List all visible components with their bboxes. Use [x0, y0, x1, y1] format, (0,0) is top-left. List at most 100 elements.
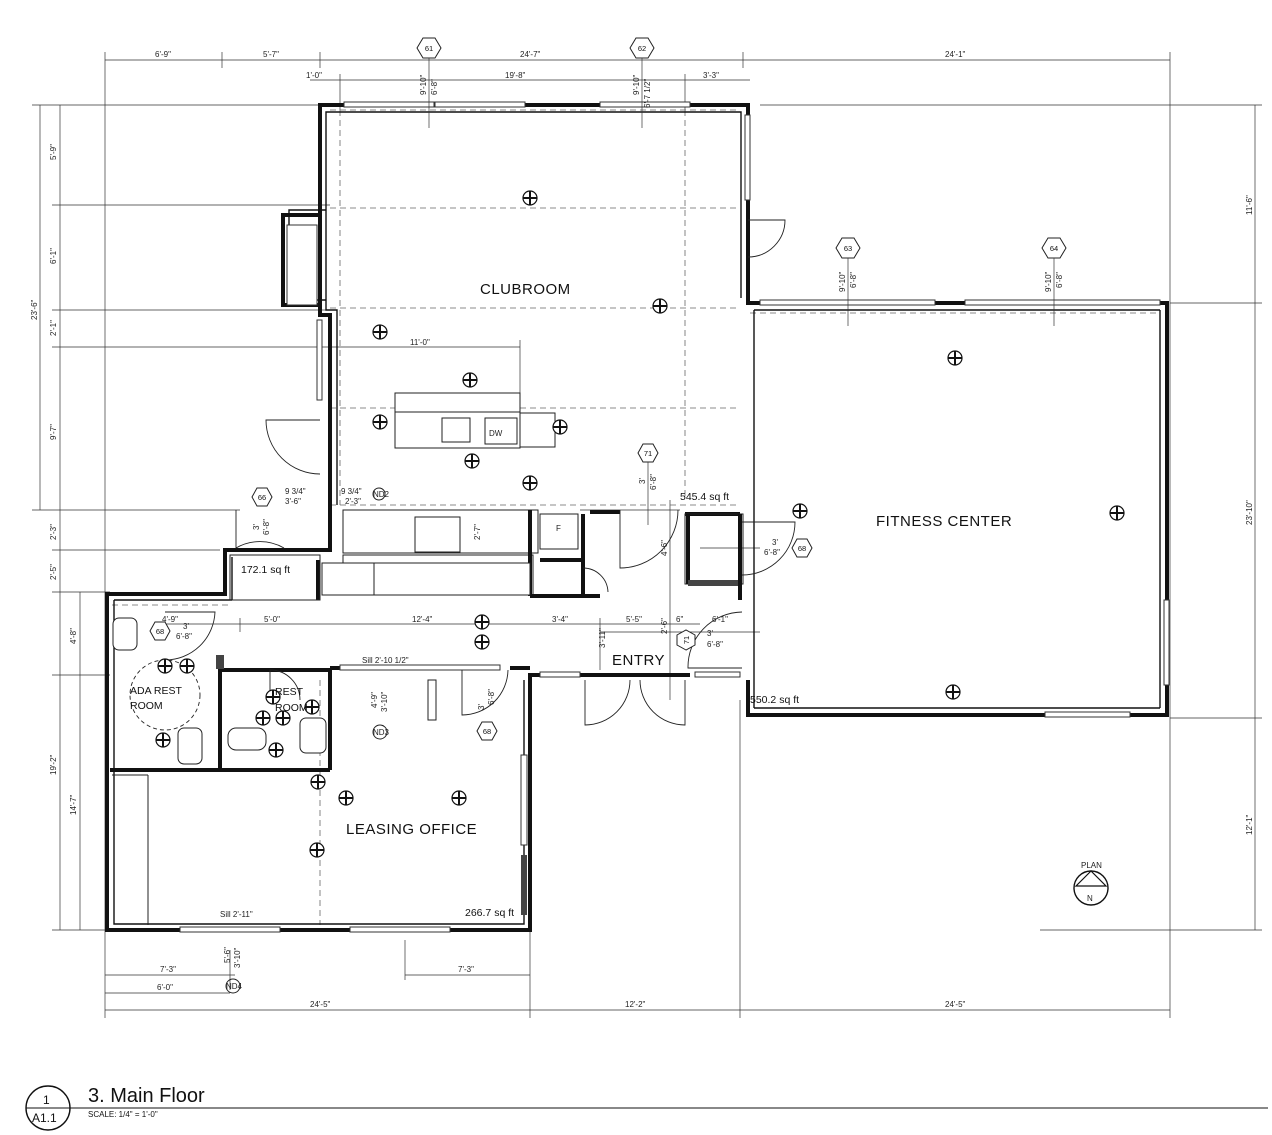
light-icon	[372, 414, 388, 430]
dim-int-7: 4'-9"	[162, 615, 178, 624]
light-icon	[947, 350, 963, 366]
fitness-center-area: 550.2 sq ft	[750, 694, 799, 706]
dim-int-6: 6"	[676, 615, 683, 624]
light-icon	[268, 742, 284, 758]
door-71b-width: 3'	[707, 629, 713, 638]
light-icon	[265, 689, 281, 705]
north-arrow: PLAN N	[1073, 861, 1109, 906]
dimension-lines	[32, 52, 1262, 1018]
light-icon	[552, 419, 568, 435]
light-fixtures	[155, 190, 1125, 858]
clubroom-label: CLUBROOM	[480, 281, 571, 298]
bottom-sill-height: 3'-10"	[233, 947, 242, 968]
light-icon	[310, 774, 326, 790]
dim-int-11: 6'-1"	[712, 615, 728, 624]
leasing-head-height: 4'-9"	[370, 692, 379, 708]
dim-left-10: 14'-7"	[69, 794, 78, 815]
door-66-width: 3'	[252, 524, 261, 530]
dim-top-4: 24'-1"	[945, 50, 966, 59]
nd2-marker	[372, 487, 386, 501]
leasing-sill-height: 3'-10"	[380, 691, 389, 712]
leasing-office-label: LEASING OFFICE	[346, 821, 477, 838]
sill-note-a: 9 3/4"	[285, 487, 306, 496]
svg-text:63: 63	[844, 244, 852, 253]
door-71-width: 3'	[638, 478, 647, 484]
dim-right-2: 23'-10"	[1245, 500, 1254, 525]
ada-restroom-label-line1: ADA REST	[130, 685, 183, 697]
dim-left-1: 5'-9"	[49, 144, 58, 160]
door-tags: 66 3' 6'-8" 71 3' 6'-8" 68 3' 6'-8" 68 3…	[149, 443, 813, 741]
dim-left-7: 2'-5"	[49, 564, 58, 580]
dim-int-1: 11'-0"	[410, 338, 430, 347]
ada-lavatory	[112, 617, 138, 651]
dim-left-8: 4'-8"	[69, 628, 78, 644]
window-61-head: 9'-10"	[419, 74, 428, 95]
annotations: 9 3/4" 9 3/4" 3'-6" 2'-3" ND2 Sill 2'-10…	[220, 487, 409, 994]
door-tag-66: 66	[251, 487, 273, 507]
dim-int-10: 2'-7"	[473, 524, 482, 540]
svg-text:68: 68	[156, 627, 164, 636]
nd4-label: ND4	[226, 982, 243, 991]
corridor-area: 172.1 sq ft	[241, 564, 290, 576]
window-64-sill: 6'-8"	[1055, 272, 1064, 288]
svg-text:71: 71	[644, 449, 652, 458]
svg-text:71: 71	[682, 636, 691, 644]
svg-text:62: 62	[638, 44, 646, 53]
dim-bottom-3: 24'-5"	[945, 1000, 966, 1009]
dim-int-4: 3'-4"	[552, 615, 568, 624]
ada-restroom-label-line2: ROOM	[130, 700, 163, 712]
light-icon	[155, 732, 171, 748]
light-icon	[179, 658, 195, 674]
dim-int-2: 5'-0"	[264, 615, 280, 624]
door-68c-height: 6'-8"	[487, 689, 496, 705]
clubroom-area: 545.4 sq ft	[680, 491, 729, 503]
nd3-marker	[372, 724, 388, 740]
dim-bottom-inner-1: 7'-3"	[160, 965, 176, 974]
svg-text:68: 68	[798, 544, 806, 553]
dim-left-6: 2'-3"	[49, 524, 58, 540]
svg-text:66: 66	[258, 493, 266, 502]
rest-lavatory	[299, 717, 327, 754]
light-icon	[945, 684, 961, 700]
door-68a-width: 3'	[772, 538, 778, 547]
window-tag-61: 61	[416, 37, 442, 59]
dim-bottom-inner-2: 6'-0"	[157, 983, 173, 992]
door-tag-71: 71	[637, 443, 659, 463]
dim-bottom-1: 24'-5"	[310, 1000, 331, 1009]
fitness-center-label: FITNESS CENTER	[876, 513, 1012, 530]
bottom-head-height: 5'-6"	[223, 947, 232, 963]
svg-text:61: 61	[425, 44, 433, 53]
window-62-sill: 6'-7 1/2"	[643, 79, 652, 108]
dim-right-1: 11'-6"	[1245, 195, 1254, 215]
light-icon	[474, 614, 490, 630]
svg-text:64: 64	[1050, 244, 1058, 253]
door-tag-68-leasing: 68	[476, 721, 498, 741]
door-68a-height: 6'-8"	[764, 548, 780, 557]
leasing-column	[427, 679, 437, 721]
nd2-label: ND2	[373, 490, 390, 499]
exterior-walls	[105, 103, 1169, 932]
fixtures: DW F	[112, 392, 579, 765]
dim-int-8: 3'-11"	[598, 628, 607, 648]
light-icon	[1109, 505, 1125, 521]
dim-top-2: 5'-7"	[263, 50, 279, 59]
light-icon	[255, 710, 271, 726]
room-labels: CLUBROOM 545.4 sq ft FITNESS CENTER 550.…	[130, 281, 1012, 919]
window-tag-64: 64	[1041, 237, 1067, 259]
door-71-height: 6'-8"	[649, 474, 658, 490]
nd4-marker	[225, 978, 241, 994]
window-tag-62: 62	[629, 37, 655, 59]
dishwasher-label: DW	[489, 429, 503, 438]
north-arrow-letter: N	[1087, 894, 1093, 903]
light-icon	[792, 503, 808, 519]
door-68b-height: 6'-8"	[176, 632, 192, 641]
dim-bottom-inner-3: 7'-3"	[458, 965, 474, 974]
dim-left-9: 19'-2"	[49, 754, 58, 775]
dim-top-1: 6'-9"	[155, 50, 171, 59]
dishwasher	[484, 417, 518, 445]
light-icon	[522, 475, 538, 491]
light-icon	[462, 372, 478, 388]
door-66-height: 6'-8"	[262, 519, 271, 535]
